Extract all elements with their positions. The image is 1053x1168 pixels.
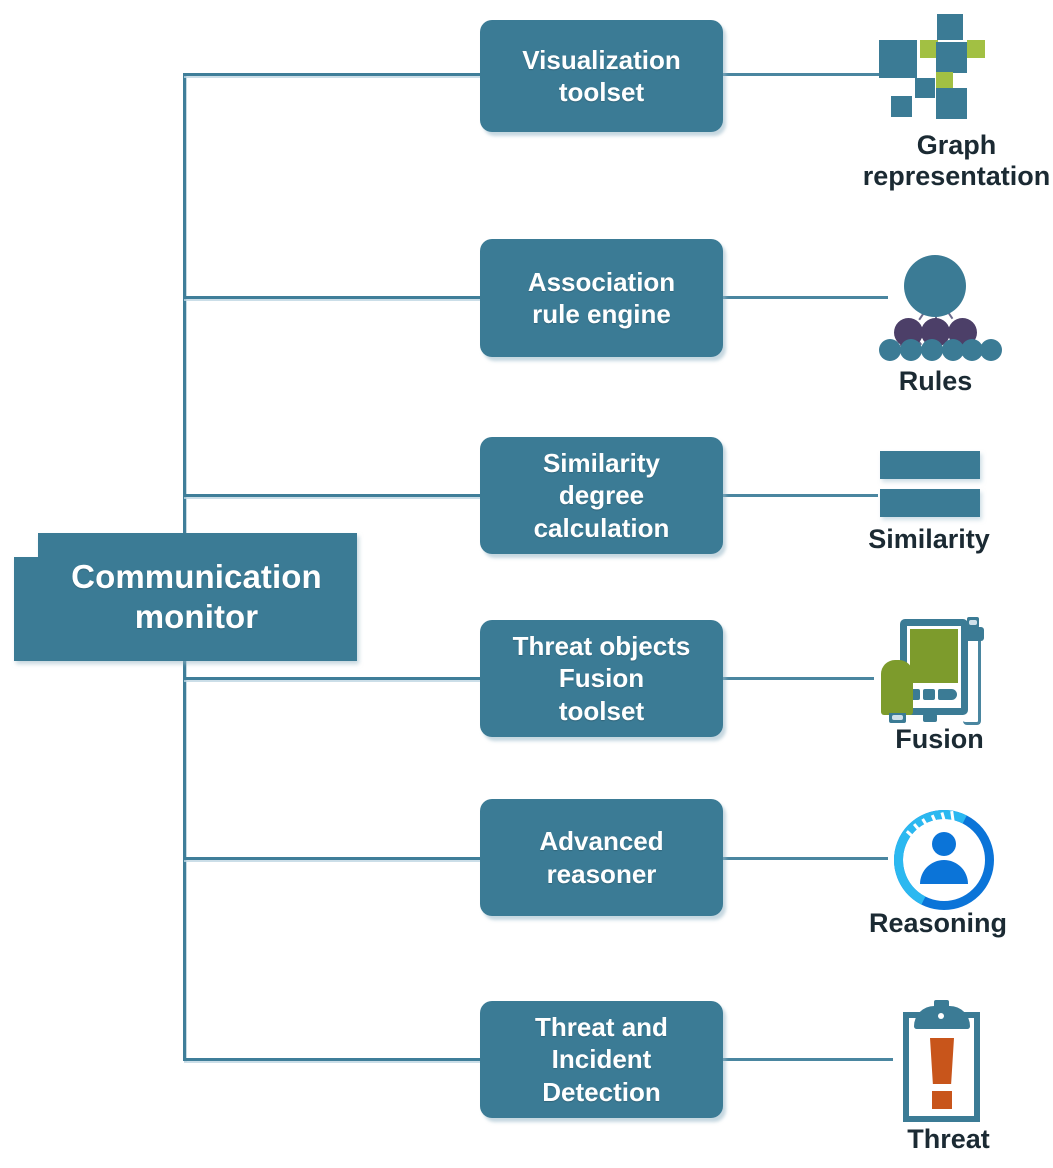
icon-group-graph-representation[interactable]: Graph representation (860, 12, 1053, 202)
rules-leaf-node (980, 339, 1002, 361)
fusion-bottom-port (923, 714, 937, 722)
box-advanced-reasoner[interactable]: Advanced reasoner (480, 799, 723, 916)
fusion-button (923, 689, 935, 700)
branch-line-3 (184, 494, 482, 497)
icon-caption-threat: Threat (907, 1124, 990, 1154)
fusion-device-screen (910, 629, 958, 683)
icon-caption-fusion: Fusion (895, 724, 984, 754)
icon-group-fusion[interactable]: Fusion (862, 610, 1017, 760)
reasoning-person-icon (858, 796, 1018, 924)
rules-leaf-node (942, 339, 964, 361)
box-label: Threat and Incident Detection (535, 1012, 668, 1107)
icon-group-rules[interactable]: Rules (868, 248, 1003, 396)
root-node-label: Communication monitor (71, 557, 322, 635)
fusion-usb-stick (881, 660, 913, 715)
similarity-bar-top (880, 451, 980, 479)
icon-line-6 (721, 1058, 893, 1061)
graph-node-square-accent (967, 40, 985, 58)
fusion-button (938, 689, 957, 700)
branch-line-4 (184, 677, 482, 680)
branch-line-1 (184, 73, 482, 76)
icon-group-similarity[interactable]: Similarity (860, 448, 1020, 558)
icon-line-4 (721, 677, 874, 680)
box-label: Advanced reasoner (539, 826, 664, 889)
graph-node-square-accent (936, 72, 953, 89)
reasoning-person-head (932, 832, 956, 856)
box-threat-and-incident-detection[interactable]: Threat and Incident Detection (480, 1001, 723, 1118)
rules-leaf-node (921, 339, 943, 361)
fusion-plug-contacts (969, 620, 977, 625)
fusion-wire (963, 636, 981, 725)
icon-line-1 (721, 73, 884, 76)
box-label: Threat objects Fusion toolset (512, 631, 691, 726)
clipboard-clip-hole (938, 1013, 944, 1019)
icon-group-threat[interactable]: Threat (876, 1000, 1021, 1168)
icon-caption-graph-representation: Graph representation (862, 130, 1051, 192)
box-similarity-degree-calculation[interactable]: Similarity degree calculation (480, 437, 723, 554)
icon-line-2 (721, 296, 888, 299)
rules-tree-icon (868, 248, 1003, 361)
icon-group-reasoning[interactable]: Reasoning (858, 796, 1018, 948)
icon-caption-similarity: Similarity (868, 524, 990, 554)
graph-node-square-accent (920, 40, 938, 58)
fusion-usb-contacts (892, 715, 903, 720)
rules-root-node (904, 255, 966, 317)
icon-caption-reasoning: Reasoning (868, 908, 1008, 938)
icon-caption-rules: Rules (898, 366, 973, 396)
box-label: Similarity degree calculation (533, 448, 670, 543)
exclamation-dot (932, 1091, 952, 1109)
graph-node-square (937, 14, 963, 40)
exclamation-bar (930, 1038, 954, 1084)
branch-line-6 (184, 1058, 482, 1061)
fusion-device-icon (862, 610, 1017, 725)
box-association-rule-engine[interactable]: Association rule engine (480, 239, 723, 357)
root-node-shape (14, 533, 357, 661)
graph-node-square (879, 40, 917, 78)
threat-clipboard-icon (876, 1000, 1021, 1128)
icon-line-3 (721, 494, 878, 497)
graph-node-square (891, 96, 912, 117)
graph-node-square (936, 42, 967, 73)
branch-line-5 (184, 857, 482, 860)
icon-line-5 (721, 857, 888, 860)
graph-representation-icon (860, 12, 1053, 127)
box-label: Association rule engine (527, 266, 676, 329)
rules-leaf-node (879, 339, 901, 361)
similarity-bar-bottom (880, 489, 980, 517)
clipboard-tab (934, 1000, 949, 1010)
rules-leaf-node (900, 339, 922, 361)
graph-node-square (936, 88, 967, 119)
box-visualization-toolset[interactable]: Visualization toolset (480, 20, 723, 132)
box-label: Visualization toolset (522, 44, 681, 107)
fusion-button (911, 689, 920, 700)
communication-monitor-node[interactable]: Communication monitor (14, 533, 357, 661)
box-threat-objects-fusion-toolset[interactable]: Threat objects Fusion toolset (480, 620, 723, 737)
graph-node-square (915, 78, 935, 98)
branch-line-2 (184, 296, 482, 299)
similarity-bars-icon (860, 448, 1020, 526)
rules-leaf-node (961, 339, 983, 361)
